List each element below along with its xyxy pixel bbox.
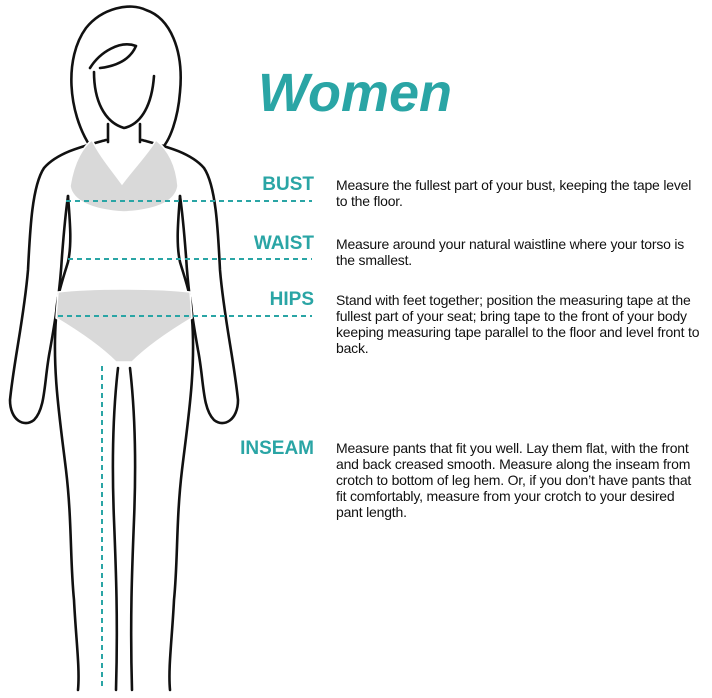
inseam-label: INSEAM — [240, 438, 314, 460]
page-title: Women — [258, 62, 452, 124]
waist-description: Measure around your natural waistline wh… — [336, 236, 704, 268]
face-outline — [90, 44, 154, 128]
hips-label: HIPS — [270, 289, 314, 311]
hips-description: Stand with feet together; position the m… — [336, 292, 704, 356]
inner-leg-right — [130, 368, 135, 690]
inseam-description: Measure pants that fit you well. Lay the… — [336, 440, 704, 520]
left-leg-outline — [55, 318, 79, 690]
right-leg-outline — [169, 318, 193, 690]
inner-leg-left — [113, 368, 118, 690]
bust-label: BUST — [262, 174, 314, 196]
waist-label: WAIST — [254, 233, 314, 255]
underwear-shape — [56, 289, 192, 362]
bust-description: Measure the fullest part of your bust, k… — [336, 177, 704, 209]
